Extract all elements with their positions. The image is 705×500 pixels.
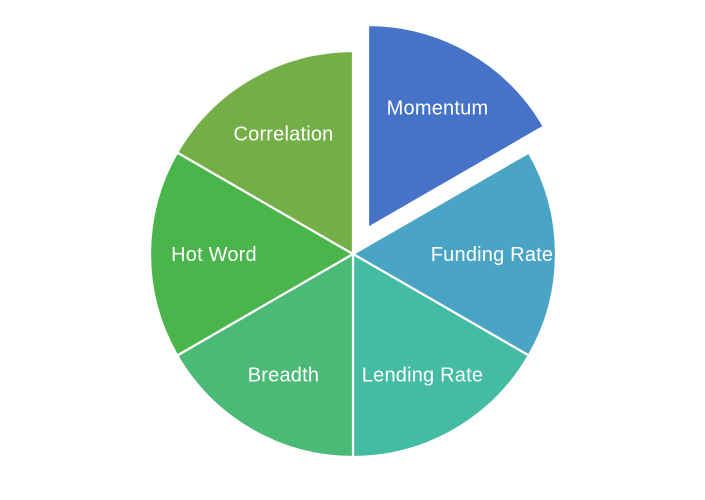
pie-slice-funding-rate[interactable] bbox=[351, 151, 558, 357]
pie-slice-correlation[interactable] bbox=[176, 49, 355, 256]
slice-label-lending-rate: Lending Rate bbox=[362, 364, 483, 386]
slice-label-hot-word: Hot Word bbox=[171, 244, 257, 266]
slice-label-momentum: Momentum bbox=[387, 98, 489, 120]
pie-slice-momentum[interactable] bbox=[366, 23, 545, 230]
slice-label-breadth: Breadth bbox=[248, 364, 319, 386]
slice-label-funding-rate: Funding Rate bbox=[431, 244, 553, 266]
slice-label-correlation: Correlation bbox=[233, 124, 333, 146]
pie-slice-lending-rate[interactable] bbox=[351, 252, 530, 459]
pie-slice-breadth[interactable] bbox=[176, 252, 355, 459]
pie-slice-hot-word[interactable] bbox=[148, 151, 355, 357]
